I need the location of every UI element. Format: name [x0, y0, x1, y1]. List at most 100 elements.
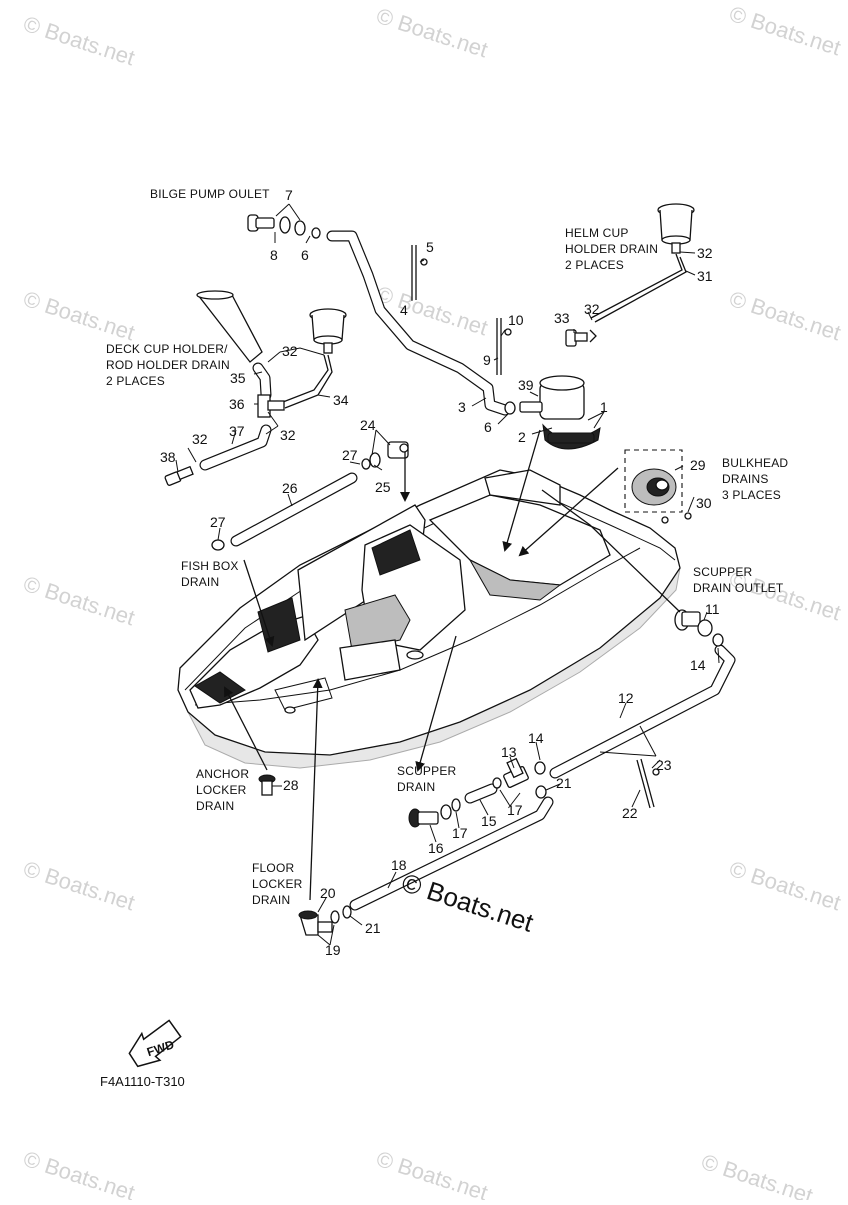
- callout-number: 14: [690, 657, 706, 673]
- floor-drain-fitting: [298, 905, 352, 936]
- helm-dash: [371, 529, 421, 576]
- callout-number: 38: [160, 449, 176, 465]
- callout-number: 2: [518, 429, 526, 445]
- fitting-38: [164, 465, 194, 486]
- watermark-text: © Boats.net: [698, 1149, 815, 1200]
- watermark-text: © Boats.net: [20, 1146, 137, 1200]
- callout-number: 32: [697, 245, 713, 261]
- callout-number: 18: [391, 857, 407, 873]
- hull-lower-shade: [187, 567, 681, 769]
- label-bilge-pump-outlet: BILGE PUMP OULET: [150, 187, 270, 201]
- watermark-text: © Boats.net: [20, 856, 137, 915]
- callout-number: 28: [283, 777, 299, 793]
- callout-number: 12: [618, 690, 634, 706]
- callout-number: 24: [360, 417, 376, 433]
- label-bulkhead: BULKHEAD: [722, 456, 788, 470]
- callout-number: 5: [426, 239, 434, 255]
- watermark-text: © Boats.net: [20, 11, 137, 70]
- callout-number: 17: [452, 825, 468, 841]
- label-deck-cup: ROD HOLDER DRAIN: [106, 358, 230, 372]
- clamp-27: [211, 539, 225, 551]
- hoses: [199, 230, 736, 911]
- label-scupper-outlet: DRAIN OUTLET: [693, 581, 784, 595]
- parts: [164, 203, 724, 936]
- stern-step: [468, 558, 562, 601]
- bilge-outlet-fitting: [247, 214, 321, 239]
- callout-number: 22: [622, 805, 638, 821]
- label-anchor-locker: LOCKER: [196, 783, 247, 797]
- callout-number: 16: [428, 840, 444, 856]
- callout-number: 4: [400, 302, 408, 318]
- deck-cup-holder: [309, 308, 347, 354]
- helm-seat: [344, 594, 411, 651]
- callout-number: 1: [600, 399, 608, 415]
- scupper-fitting-16: [408, 798, 461, 828]
- deck-edge-line: [194, 547, 641, 706]
- label-helm-cup: 2 PLACES: [565, 258, 624, 272]
- watermark-text: © Boats.net: [726, 856, 843, 915]
- callout-number: 32: [280, 427, 296, 443]
- callout-number: 32: [584, 301, 600, 317]
- watermark-text: © Boats.net: [20, 286, 137, 345]
- callout-number: 35: [230, 370, 246, 386]
- label-scupper-outlet: SCUPPER: [693, 565, 753, 579]
- callout-number: 27: [210, 514, 226, 530]
- callout-number: 10: [508, 312, 524, 328]
- rod-holder: [196, 290, 263, 363]
- deck-cup-hose: [284, 354, 333, 409]
- watermark-text: © Boats.net: [726, 1, 843, 60]
- callout-number: 32: [192, 431, 208, 447]
- callout-number: 14: [528, 730, 544, 746]
- cable-tie-22: [636, 758, 660, 809]
- deck-fitting: [406, 650, 424, 660]
- label-floor-locker: DRAIN: [252, 893, 290, 907]
- seat-base: [339, 639, 401, 681]
- fitting-33: [565, 329, 597, 347]
- callout-number: 25: [375, 479, 391, 495]
- callout-number: 20: [320, 885, 336, 901]
- floor-locker-hatch: [274, 677, 333, 711]
- label-bulkhead: DRAINS: [722, 472, 769, 486]
- watermark-text: © Boats.net: [726, 286, 843, 345]
- callout-number: 7: [285, 187, 293, 203]
- anchor-drain-fitting: [258, 774, 276, 796]
- label-scupper-drain: SCUPPER: [397, 764, 457, 778]
- callout-number: 29: [690, 457, 706, 473]
- cable-tie-4: [411, 245, 428, 300]
- callout-numbers: 7 8 6 5 4 32 31 33 32 10 9 39 3 6 1 2 32…: [160, 187, 720, 958]
- callout-number: 6: [484, 419, 492, 435]
- bulkhead-drain: [624, 449, 692, 524]
- callout-number: 26: [282, 480, 298, 496]
- fitting-24: [361, 441, 409, 470]
- watermark-text: © Boats.net: [373, 1146, 490, 1200]
- watermark-text: © Boats.net: [373, 281, 490, 340]
- callout-number: 19: [325, 942, 341, 958]
- fwd-arrow: FWD: [128, 1019, 182, 1068]
- callout-number: 11: [705, 601, 720, 617]
- callout-number: 37: [229, 423, 245, 439]
- helm-cup-hose: [594, 256, 687, 323]
- callout-number: 9: [483, 352, 491, 368]
- transom-top: [484, 469, 561, 506]
- area-labels: BILGE PUMP OULET HELM CUP HOLDER DRAIN 2…: [106, 187, 788, 907]
- label-anchor-locker: DRAIN: [196, 799, 234, 813]
- watermark-text: © Boats.net: [20, 571, 137, 630]
- callout-number: 3: [458, 399, 466, 415]
- label-helm-cup: HELM CUP: [565, 226, 629, 240]
- callout-number: 27: [342, 447, 358, 463]
- label-deck-cup: 2 PLACES: [106, 374, 165, 388]
- callout-number: 21: [556, 775, 572, 791]
- label-bulkhead: 3 PLACES: [722, 488, 781, 502]
- callout-number: 17: [507, 802, 523, 818]
- callout-number: 21: [365, 920, 381, 936]
- callout-number: 33: [554, 310, 570, 326]
- callout-number: 36: [229, 396, 245, 412]
- watermark-text: © Boats.net: [373, 3, 490, 62]
- callout-number: 23: [656, 757, 672, 773]
- label-floor-locker: LOCKER: [252, 877, 303, 891]
- label-deck-cup: DECK CUP HOLDER/: [106, 342, 228, 356]
- callout-number: 39: [518, 377, 534, 393]
- callout-number: 30: [696, 495, 712, 511]
- leader-lines: [175, 203, 720, 946]
